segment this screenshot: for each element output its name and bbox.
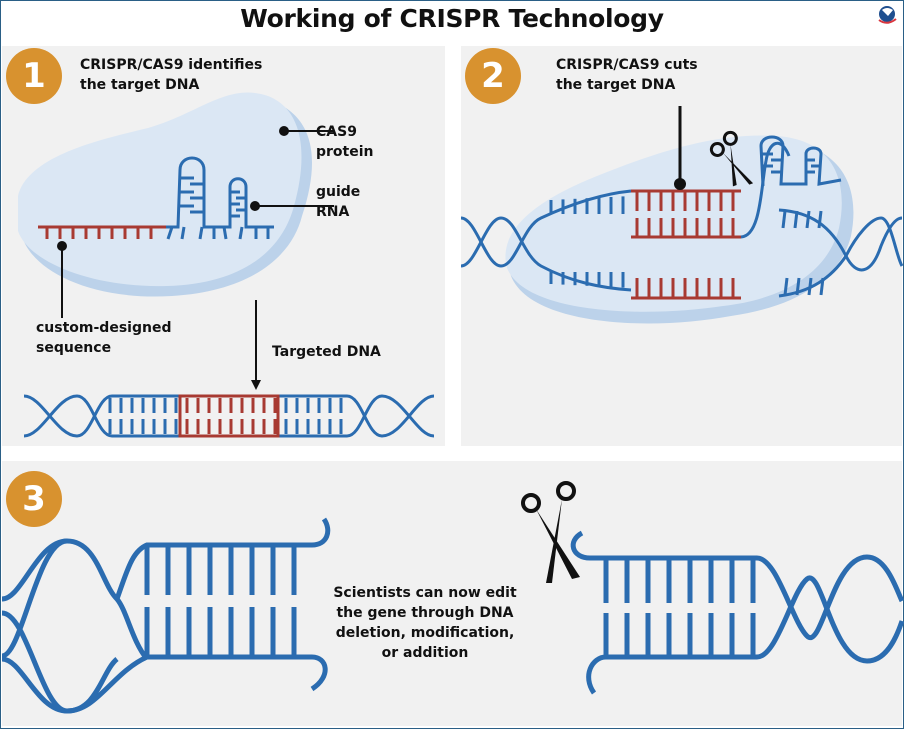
step-3-illustration (1, 481, 904, 714)
step-1-panel: 1 CRISPR/CAS9 identifies the target DNA (2, 46, 445, 446)
guide-label-line1: guide (316, 184, 361, 200)
cas9-protein-shape (18, 92, 302, 287)
step-3-panel: 3 Scientists can now edit the gene throu… (1, 461, 904, 726)
step-1-heading: CRISPR/CAS9 identifies the target DNA (80, 55, 262, 95)
caption-line3: deletion, modification, (335, 625, 515, 641)
right-dna-fragment (570, 530, 904, 695)
custom-callout-dot (57, 241, 67, 251)
base-pair-rung (817, 210, 823, 229)
caption-line2: the gene through DNA (336, 605, 514, 621)
base-pair-rung (795, 277, 801, 296)
dna-base-pairs (108, 398, 343, 434)
step-2-heading-line1: CRISPR/CAS9 cuts (556, 57, 698, 73)
step-1-heading-line1: CRISPR/CAS9 identifies (80, 57, 263, 73)
step-3-caption: Scientists can now edit the gene through… (320, 583, 530, 663)
custom-sequence-strand (38, 225, 166, 239)
step-2-badge: 2 (465, 48, 521, 104)
caption-line4: or addition (381, 645, 469, 661)
step-3-badge: 3 (6, 471, 62, 527)
base-pair-rung (793, 210, 799, 229)
cas9-protein-label: CAS9 protein (316, 122, 374, 162)
cas9-label-line1: CAS9 (316, 124, 357, 140)
target-dna-helix (23, 394, 435, 438)
cas9-label-line2: protein (316, 144, 374, 160)
base-pair-rung (783, 277, 789, 296)
targeted-dna-label: Targeted DNA (272, 344, 381, 360)
step-1-heading-line2: the target DNA (80, 77, 200, 93)
base-pair-rung (781, 210, 787, 229)
caption-line1: Scientists can now edit (333, 585, 517, 601)
guide-rna (759, 135, 842, 187)
step-1-illustration (18, 92, 435, 438)
scissors-icon (709, 130, 754, 187)
guide-label-line2: RNA (316, 204, 350, 220)
dna-base-pairs (549, 191, 825, 298)
cas9-callout-dot (279, 126, 289, 136)
custom-sequence-label: custom-designed sequence (36, 318, 171, 358)
base-pair-rung (819, 277, 825, 296)
right-base-pairs (603, 558, 756, 657)
targeted-arrow-head (251, 380, 261, 390)
step-2-heading: CRISPR/CAS9 cuts the target DNA (556, 55, 698, 95)
step-2-heading-line2: the target DNA (556, 77, 676, 93)
base-pair-rung (807, 277, 813, 296)
step-2-panel: 2 CRISPR/CAS9 cuts the target DNA (460, 46, 904, 446)
guide-rna (166, 156, 274, 240)
custom-label-line1: custom-designed (36, 320, 172, 336)
base-pair-rung (805, 210, 811, 229)
publisher-logo-icon (878, 6, 897, 24)
left-dna-fragment (1, 517, 331, 714)
step-2-illustration (460, 106, 904, 324)
callout-lines (61, 130, 334, 382)
cut-site-callout-dot (674, 178, 686, 190)
guide-rna-label: guide RNA (316, 182, 360, 222)
page-title: Working of CRISPR Technology (240, 4, 664, 33)
left-base-pairs (144, 545, 297, 657)
step-1-badge: 1 (6, 48, 62, 104)
scissors-icon (521, 481, 580, 583)
guide-callout-dot (250, 201, 260, 211)
custom-label-line2: sequence (36, 340, 112, 356)
